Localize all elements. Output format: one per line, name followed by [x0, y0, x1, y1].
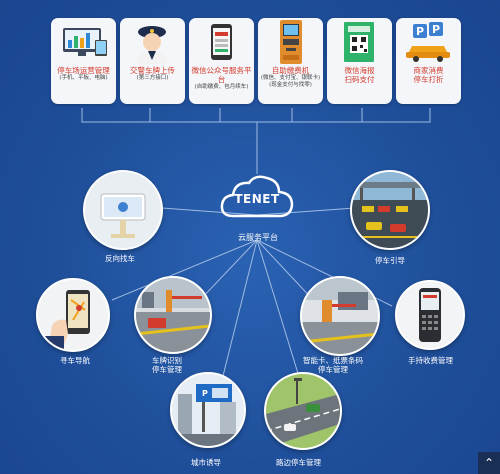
card-self-pay: 自助缴费机 (微信、支付宝、银联卡) (现金支付与找零) — [258, 18, 323, 104]
card-subtitle: 停车打折 — [413, 75, 444, 84]
node-reverse-search — [83, 170, 163, 250]
label-reverse-search: 反向找车 — [105, 254, 135, 263]
chevron-up-icon[interactable]: ⌃ — [478, 452, 500, 474]
cloud-icon — [220, 175, 294, 218]
card-title: 商家消费 — [413, 66, 444, 75]
label-handheld: 手持收费管理 — [408, 356, 453, 365]
card-wechat-poster: 微信海报 扫码支付 — [327, 18, 392, 104]
card-title: 交警车牌上传 — [130, 66, 175, 75]
label-parking-guide: 停车引导 — [375, 256, 405, 265]
card-subtitle: (第三方接口) — [136, 75, 169, 81]
node-handheld — [395, 280, 465, 350]
svg-text:P: P — [416, 25, 424, 38]
svg-text:P: P — [202, 389, 208, 398]
label-car-navigation: 寻车导航 — [60, 356, 90, 365]
label-plate-recognition: 车牌识别 停车管理 — [152, 356, 182, 374]
smartphone-icon — [189, 18, 254, 64]
label-roadside: 路边停车管理 — [276, 458, 321, 467]
card-police-plate: 交警车牌上传 (第三方接口) — [120, 18, 185, 104]
card-title: 微信公众号服务平台 — [191, 66, 252, 84]
card-subtitle: 扫码支付 — [344, 75, 375, 84]
card-subtitle: (自助缴费、包月续车) — [194, 84, 249, 90]
card-title: 自助缴费机 — [271, 66, 310, 75]
node-parking-guide — [350, 170, 430, 250]
node-smart-card — [300, 276, 380, 356]
tenet-logo: TENET — [234, 192, 280, 206]
node-roadside — [264, 372, 342, 450]
node-plate-recognition — [134, 276, 212, 354]
monitor-chart-icon — [51, 18, 116, 64]
kiosk-icon — [258, 18, 323, 64]
card-title: 微信海报 — [344, 66, 375, 75]
police-officer-icon — [120, 18, 185, 64]
card-subtitle: (手机、平板、电脑) — [59, 75, 108, 81]
card-title: 停车场运营管理 — [57, 66, 110, 75]
card-wechat-service: 微信公众号服务平台 (自助缴费、包月续车) — [189, 18, 254, 104]
label-smart-card: 智能卡、纸票条码 停车管理 — [303, 356, 363, 374]
card-subtitle: (微信、支付宝、银联卡) (现金支付与找零) — [260, 75, 321, 88]
cloud-platform-label: 云服务平台 — [238, 233, 278, 242]
svg-text:P: P — [432, 23, 440, 36]
node-city-guide: P — [170, 372, 246, 448]
qr-poster-icon — [327, 18, 392, 64]
label-city-guide: 城市诱导 — [191, 458, 221, 467]
card-parking-ops: 停车场运营管理 (手机、平板、电脑) — [51, 18, 116, 104]
node-car-navigation — [36, 278, 110, 352]
